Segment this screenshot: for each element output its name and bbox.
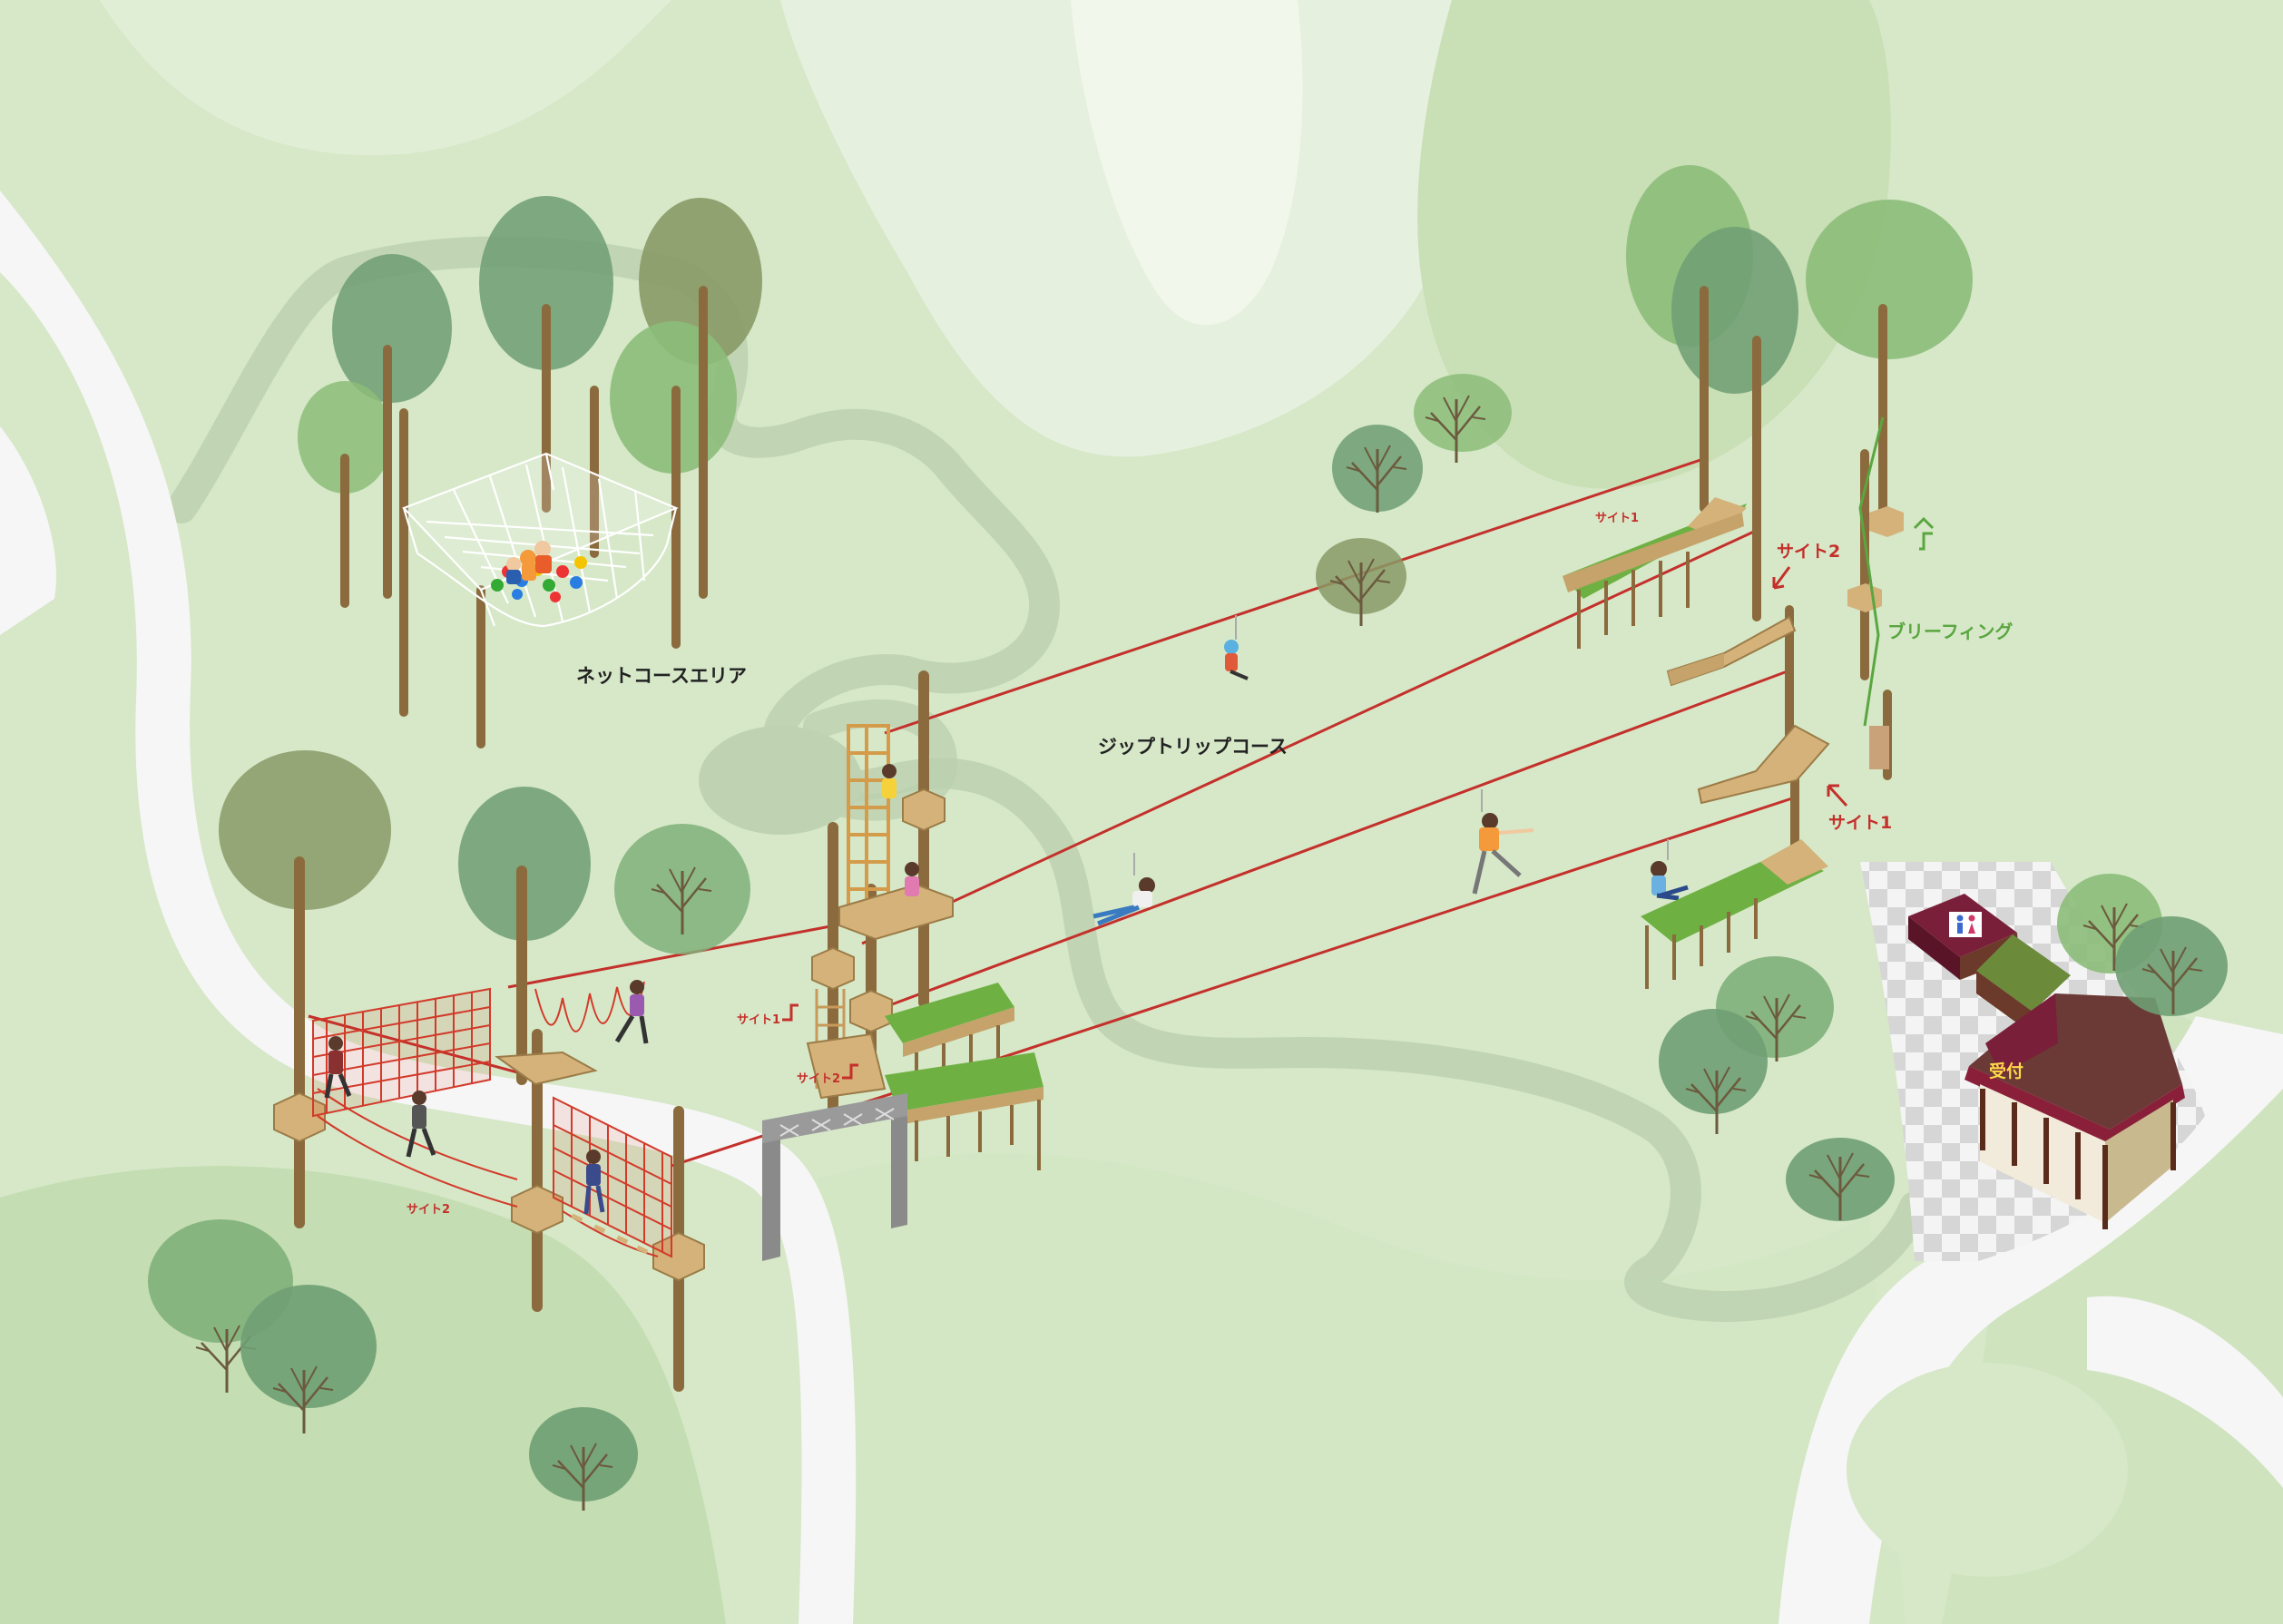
briefing-label: ブリーフィング <box>1887 621 2013 642</box>
entrance-gate <box>762 1093 907 1261</box>
reception-building: 受付 <box>1965 993 2185 1229</box>
climber <box>882 764 897 798</box>
bush <box>529 1407 638 1512</box>
climber <box>324 1036 352 1099</box>
zip-rider <box>1093 853 1155 926</box>
climber <box>406 1091 436 1158</box>
tree-platform <box>811 946 855 991</box>
red-arrow-icon <box>1827 784 1848 807</box>
site2-label-bottom: サイト2 <box>407 1203 450 1217</box>
briefing-path <box>1858 416 1885 727</box>
right-road-lower <box>2087 1296 2283 1488</box>
central-tower: サイト1 サイト2 <box>737 670 1044 1170</box>
tree-crown <box>1671 227 1798 394</box>
bush <box>240 1285 377 1435</box>
site1-label-top: サイト1 <box>1595 512 1639 525</box>
red-arrow-icon <box>842 1063 858 1080</box>
tree-crown <box>458 787 591 941</box>
reception-sign: 受付 <box>1989 1061 2023 1081</box>
zip-course-label: ジップトリップコース <box>1098 736 1288 758</box>
bush <box>614 824 750 954</box>
site1-label-left: サイト1 <box>737 1013 780 1027</box>
terrain-light-center <box>799 1153 1906 1624</box>
site2-label-left: サイト2 <box>797 1072 840 1086</box>
left-branch-road <box>0 426 56 635</box>
tree-platform <box>511 1184 563 1235</box>
tree-crown <box>332 254 452 403</box>
climber <box>905 862 919 896</box>
tree-crown <box>298 381 392 494</box>
cargo-net <box>312 981 672 1258</box>
trail-junction <box>699 726 862 835</box>
tree-platform <box>1869 506 1904 537</box>
bush <box>1786 1138 1895 1222</box>
bush <box>2115 916 2228 1016</box>
zip-rider <box>1651 839 1689 901</box>
tree-crown <box>479 196 613 370</box>
deck <box>806 1032 887 1100</box>
zipline-cable <box>884 456 1707 735</box>
net-course-area: ネットコースエリア <box>298 196 762 748</box>
terrain-light-top <box>1071 0 1303 326</box>
ball-pit <box>491 541 587 602</box>
zip-rider <box>1472 789 1534 895</box>
net-area-label: ネットコースエリア <box>576 665 747 687</box>
tree-crown <box>1806 200 1973 359</box>
site1-label-right: サイト1 <box>1828 813 1892 833</box>
tree-platform <box>495 1051 598 1086</box>
bush <box>1332 425 1423 514</box>
briefing-sign <box>1869 726 1889 769</box>
bush <box>1316 538 1406 628</box>
red-arrow-icon <box>1772 566 1791 590</box>
terrain-light-left <box>100 0 671 156</box>
green-up-arrow-icon <box>1913 516 1935 551</box>
restroom-icon <box>1949 912 1982 937</box>
restroom-building <box>1908 894 2071 1034</box>
red-arrow-icon <box>782 1003 799 1022</box>
rope-course: サイト2 <box>219 750 705 1392</box>
climbing-net <box>402 452 679 628</box>
roundabout-island <box>1847 1363 2128 1577</box>
tree-platform <box>652 1231 705 1282</box>
climber <box>614 980 649 1044</box>
bush <box>1414 374 1512 465</box>
main-road <box>0 191 857 1624</box>
bridge-steps <box>571 1213 649 1255</box>
tree-platform <box>902 788 946 832</box>
zipline-cable <box>884 668 1793 1009</box>
zipline-cable <box>308 1014 545 1081</box>
zip-rider <box>1224 615 1249 680</box>
landing-area: ブリーフィング サイト1 サイト2 サイト1 <box>1563 165 2013 989</box>
tree-platform <box>849 989 893 1033</box>
tree-crown <box>219 750 391 910</box>
bush <box>1659 1009 1768 1136</box>
climber <box>583 1150 605 1215</box>
launch-deck <box>885 983 1044 1170</box>
site2-label-right: サイト2 <box>1777 542 1840 562</box>
